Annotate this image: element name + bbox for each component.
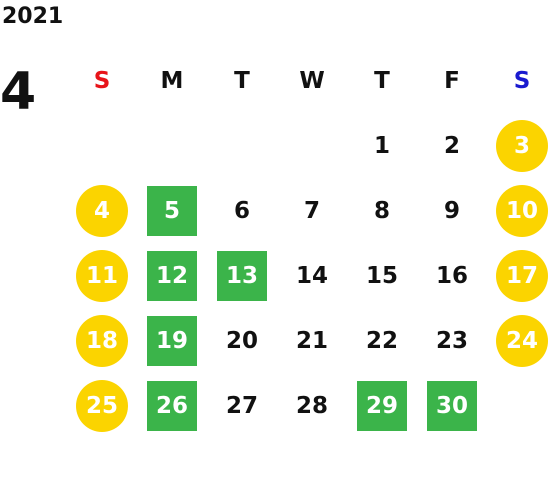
week-row: 18 19 20 21 22 23 24 (67, 308, 548, 373)
weekday-cell: T (207, 48, 277, 113)
day-cell: 4 (67, 178, 137, 243)
weekday-label-saturday: S (513, 67, 531, 94)
week-row: 11 12 13 14 15 16 17 (67, 243, 548, 308)
weekday-label-monday: M (160, 67, 184, 94)
weekday-cell: W (277, 48, 347, 113)
day-number: 21 (295, 327, 328, 354)
day-number: 1 (373, 132, 390, 159)
highlighted-day-number: 30 (427, 380, 477, 431)
weekend-day-number: 25 (76, 379, 128, 432)
day-cell: 16 (417, 243, 487, 308)
day-cell (207, 113, 277, 178)
weekday-cell: F (417, 48, 487, 113)
day-cell: 12 (137, 243, 207, 308)
weekend-day-number: 18 (76, 314, 128, 367)
day-number: 8 (373, 197, 390, 224)
weekday-label-thursday: T (374, 67, 390, 94)
weekend-day-number: 3 (496, 119, 548, 172)
highlighted-day-number: 13 (217, 250, 267, 301)
week-row: 25 26 27 28 29 30 (67, 373, 548, 438)
day-cell: 22 (347, 308, 417, 373)
highlighted-day-number: 19 (147, 315, 197, 366)
week-row: 1 2 3 (67, 113, 548, 178)
weekend-day-number: 10 (496, 184, 548, 237)
day-cell: 21 (277, 308, 347, 373)
weekday-cell: M (137, 48, 207, 113)
highlighted-day-number: 12 (147, 250, 197, 301)
weekend-day-number: 11 (76, 249, 128, 302)
weekday-label-sunday: S (93, 67, 111, 94)
weekend-day-number: 24 (496, 314, 548, 367)
day-number: 6 (233, 197, 250, 224)
weekday-cell: T (347, 48, 417, 113)
day-cell: 19 (137, 308, 207, 373)
day-cell: 29 (347, 373, 417, 438)
weekday-label-friday: F (444, 67, 460, 94)
day-cell (137, 113, 207, 178)
year-label: 2021 (2, 4, 64, 29)
day-cell: 14 (277, 243, 347, 308)
day-cell: 23 (417, 308, 487, 373)
day-cell: 18 (67, 308, 137, 373)
day-number: 22 (365, 327, 398, 354)
day-cell: 20 (207, 308, 277, 373)
day-number: 23 (435, 327, 468, 354)
day-cell: 7 (277, 178, 347, 243)
day-cell: 9 (417, 178, 487, 243)
weekday-header-row: S M T W T F S (67, 48, 548, 113)
day-number: 15 (365, 262, 398, 289)
day-number: 27 (225, 392, 258, 419)
day-cell: 17 (487, 243, 548, 308)
highlighted-day-number: 5 (147, 185, 197, 236)
day-number: 2 (443, 132, 460, 159)
day-cell: 10 (487, 178, 548, 243)
day-cell: 24 (487, 308, 548, 373)
day-cell: 2 (417, 113, 487, 178)
weekend-day-number: 17 (496, 249, 548, 302)
day-cell: 26 (137, 373, 207, 438)
day-cell: 13 (207, 243, 277, 308)
day-cell (67, 113, 137, 178)
day-cell: 28 (277, 373, 347, 438)
day-number: 14 (295, 262, 328, 289)
weekday-label-wednesday: W (299, 67, 325, 94)
day-cell: 5 (137, 178, 207, 243)
day-cell: 8 (347, 178, 417, 243)
weekday-label-tuesday: T (234, 67, 250, 94)
day-number: 28 (295, 392, 328, 419)
day-cell (277, 113, 347, 178)
weekend-day-number: 4 (76, 184, 128, 237)
day-cell: 6 (207, 178, 277, 243)
day-number: 16 (435, 262, 468, 289)
day-cell: 15 (347, 243, 417, 308)
month-number: 4 (0, 62, 37, 122)
day-number: 7 (303, 197, 320, 224)
day-cell: 27 (207, 373, 277, 438)
day-cell: 1 (347, 113, 417, 178)
day-cell: 3 (487, 113, 548, 178)
day-number: 9 (443, 197, 460, 224)
highlighted-day-number: 29 (357, 380, 407, 431)
day-number: 20 (225, 327, 258, 354)
weekday-cell: S (487, 48, 548, 113)
day-cell: 30 (417, 373, 487, 438)
day-cell (487, 373, 548, 438)
weekday-cell: S (67, 48, 137, 113)
highlighted-day-number: 26 (147, 380, 197, 431)
day-cell: 11 (67, 243, 137, 308)
day-cell: 25 (67, 373, 137, 438)
